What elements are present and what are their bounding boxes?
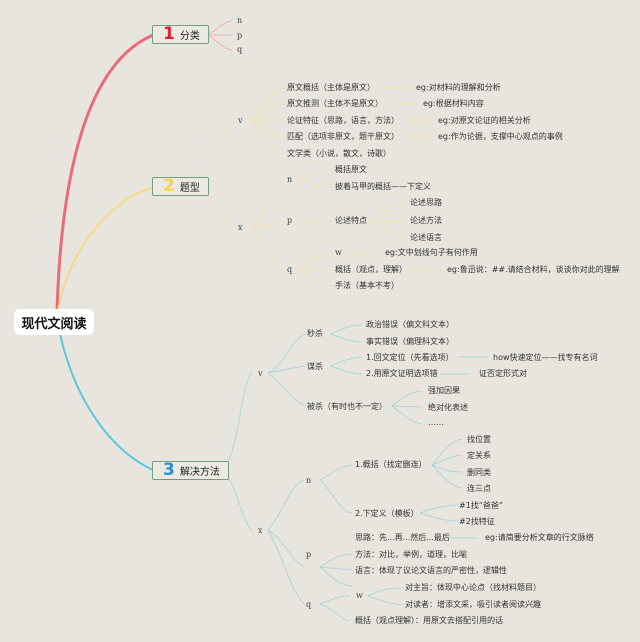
node-item[interactable]: 匹配（选项非原文，题干原文） xyxy=(287,132,399,141)
node-miaosha[interactable]: 秒杀 xyxy=(307,329,323,338)
node-item[interactable]: 论述方法 xyxy=(410,216,442,225)
node-item[interactable]: 概括原文 xyxy=(335,165,367,174)
node-q[interactable]: q xyxy=(287,265,293,274)
node-item[interactable]: 删同类 xyxy=(467,468,491,477)
node-w[interactable]: w xyxy=(335,248,342,257)
node-v[interactable]: v xyxy=(258,369,263,378)
node-item[interactable]: …… xyxy=(428,418,444,427)
node-item[interactable]: 概括（观点，理解） xyxy=(335,265,407,274)
node-item[interactable]: 强加因果 xyxy=(428,386,460,395)
node-note[interactable]: how快速定位——找专有名词 xyxy=(493,353,598,362)
node-item[interactable]: 2.用原文证明选项错 xyxy=(366,369,438,378)
node-item[interactable]: 原文概括（主体是原文） xyxy=(287,83,375,92)
node-item[interactable]: 文学类（小说，散文，诗歌） xyxy=(287,149,391,158)
node-item[interactable]: 语言：体现了议论文语言的严密性，逻辑性 xyxy=(355,566,507,575)
number-badge: 3 xyxy=(163,460,175,480)
node-q[interactable]: q xyxy=(237,45,243,54)
node-n[interactable]: n xyxy=(306,476,312,485)
node-x[interactable]: x xyxy=(238,223,243,232)
topic-question-types[interactable]: 2 题型 xyxy=(152,177,209,196)
node-item[interactable]: 披着马甲的概括——下定义 xyxy=(335,182,431,191)
topic-label: 解决方法 xyxy=(179,467,220,478)
node-note[interactable]: eg:作为论据，支撑中心观点的事例 xyxy=(438,132,563,141)
topic-classification[interactable]: 1 分类 xyxy=(152,25,209,44)
node-x[interactable]: x xyxy=(258,526,263,535)
node-item[interactable]: 对主旨：体现中心论点（找材料题目） xyxy=(405,583,541,592)
number-badge: 2 xyxy=(163,176,175,196)
node-q[interactable]: q xyxy=(306,600,312,609)
node-v[interactable]: v xyxy=(238,116,243,125)
node-note[interactable]: eg:鲁迅说：##.请结合材料，谈谈你对此的理解 xyxy=(447,265,620,274)
node-item[interactable]: 1.概括（找定删连） xyxy=(355,460,427,469)
node-item[interactable]: 政治错误（偏文科文本） xyxy=(366,320,454,329)
topic-label: 分类 xyxy=(179,31,200,42)
topic-solutions[interactable]: 3 解决方法 xyxy=(152,461,229,480)
node-item[interactable]: 1.回文定位（先看选项） xyxy=(366,353,454,362)
node-item[interactable]: 找位置 xyxy=(467,435,491,444)
node-item[interactable]: #2找特征 xyxy=(459,517,495,526)
node-note[interactable]: eg:根据材料内容 xyxy=(423,99,484,108)
node-item[interactable]: 论述语言 xyxy=(410,233,442,242)
node-item[interactable]: #1找“爸爸” xyxy=(459,501,504,510)
node-item[interactable]: 定关系 xyxy=(467,451,491,460)
node-item[interactable]: 绝对化表述 xyxy=(428,403,468,412)
node-n[interactable]: n xyxy=(237,16,243,25)
node-mousha[interactable]: 谋杀 xyxy=(307,362,323,371)
node-item[interactable]: 事实错误（偏理科文本） xyxy=(366,337,454,346)
node-p[interactable]: p xyxy=(306,550,312,559)
node-item[interactable]: 方法：对比，举例，道理，比喻 xyxy=(355,550,467,559)
node-item[interactable]: 对读者：增添文采，吸引读者阅读兴趣 xyxy=(405,600,541,609)
node-p[interactable]: p xyxy=(287,216,293,225)
node-item[interactable]: 论证特征（思路，语言，方法） xyxy=(287,116,399,125)
node-item[interactable]: 思路：先...再...然后...最后 xyxy=(355,533,450,542)
node-note[interactable]: eg:文中划线句子有何作用 xyxy=(385,248,478,257)
node-n[interactable]: n xyxy=(287,175,293,184)
node-note[interactable]: 证否定形式对 xyxy=(479,369,527,378)
node-item[interactable]: 论述特点 xyxy=(335,216,367,225)
node-item[interactable]: 原文推测（主体不是原文） xyxy=(287,99,383,108)
node-item[interactable]: 连三点 xyxy=(467,484,491,493)
node-beisha[interactable]: 被杀（有时也不一定） xyxy=(307,402,387,411)
node-note[interactable]: eg:对原文论证的相关分析 xyxy=(438,116,531,125)
node-p[interactable]: p xyxy=(237,31,243,40)
node-note[interactable]: eg:对材料的理解和分析 xyxy=(416,83,501,92)
node-item[interactable]: 手法（基本不考） xyxy=(335,281,399,290)
node-item[interactable]: 论述思路 xyxy=(410,198,442,207)
topic-label: 题型 xyxy=(179,183,200,194)
node-item[interactable]: 概括（观点理解）：用原文去搭配引用的话 xyxy=(355,616,503,625)
node-note[interactable]: eg:请简要分析文章的行文脉络 xyxy=(485,533,594,542)
node-item[interactable]: 2.下定义（模板） xyxy=(355,509,419,518)
root-node[interactable]: 现代文阅读 xyxy=(14,309,94,335)
number-badge: 1 xyxy=(163,24,175,44)
node-w[interactable]: w xyxy=(356,591,363,600)
